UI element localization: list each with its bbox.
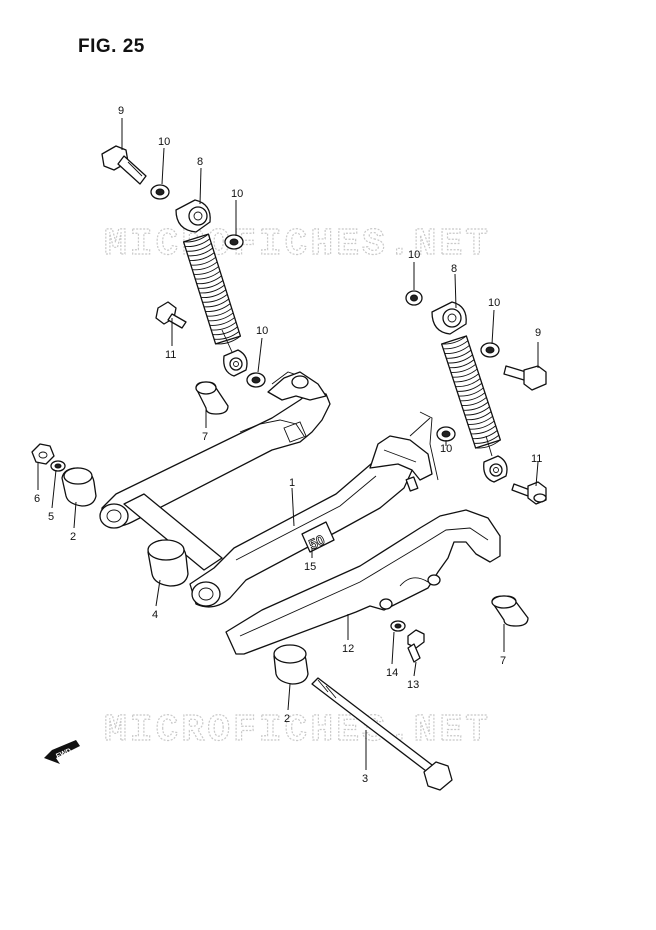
bushing-left [61,467,97,507]
callout-7-right: 7 [500,655,506,667]
bolt-right [503,365,547,391]
washer-lower-left [246,372,266,388]
callout-13: 13 [407,679,419,691]
watermark-bottom: MICROFICHES.NET [104,709,491,752]
callout-9-right: 9 [535,327,541,339]
callout-10-right-top: 10 [408,249,420,261]
washer-right-top-right [480,342,500,358]
callout-4: 4 [152,609,158,621]
swing-arm: 50 [99,371,439,608]
callout-2-lower: 2 [284,713,290,725]
callout-7-left: 7 [202,431,208,443]
callout-1: 1 [289,477,295,489]
washer-14 [390,620,406,632]
callout-6: 6 [34,493,40,505]
callout-3: 3 [362,773,368,785]
washer-top-left [150,184,170,200]
callout-5: 5 [48,511,54,523]
callout-10-upper-mid: 10 [231,188,243,200]
bushing-center [147,539,189,587]
spacer-right [491,595,529,627]
washer-right-top-left [405,290,423,306]
callout-12: 12 [342,643,354,655]
chain-case [225,509,501,655]
axle-bolt [311,677,453,791]
bolt-small-left [155,301,187,329]
nut-left [31,443,55,465]
callout-8-left: 8 [197,156,203,168]
leader-lines [37,118,539,770]
watermark-top: MICROFICHES.NET [104,223,491,266]
callout-8-right: 8 [451,263,457,275]
bolt-top-left [101,145,147,185]
svg-text:50: 50 [306,531,327,552]
spacer-left [195,381,229,415]
callout-14: 14 [386,667,398,679]
callout-10-right-mid: 10 [488,297,500,309]
callout-11-left: 11 [165,349,176,361]
callout-11-right: 11 [531,453,542,465]
right-shock-absorber [431,301,508,483]
callout-10-lower-left: 10 [256,325,268,337]
forward-direction-marker: FWD [44,740,80,764]
washer-top-right [224,234,244,250]
bolt-small-right [511,481,547,505]
left-shock-absorber [175,199,248,377]
bolt-13 [407,629,425,663]
washer-right-lower [436,426,456,442]
callout-15: 15 [304,561,316,573]
bushing-lower [273,644,309,685]
callout-2-left: 2 [70,531,76,543]
figure-title: FIG. 25 [78,36,145,57]
callout-9-top-left: 9 [118,105,124,117]
callout-10-right-lower: 10 [440,443,452,455]
washer-left-small [50,460,66,472]
callout-10-top-left: 10 [158,136,170,148]
